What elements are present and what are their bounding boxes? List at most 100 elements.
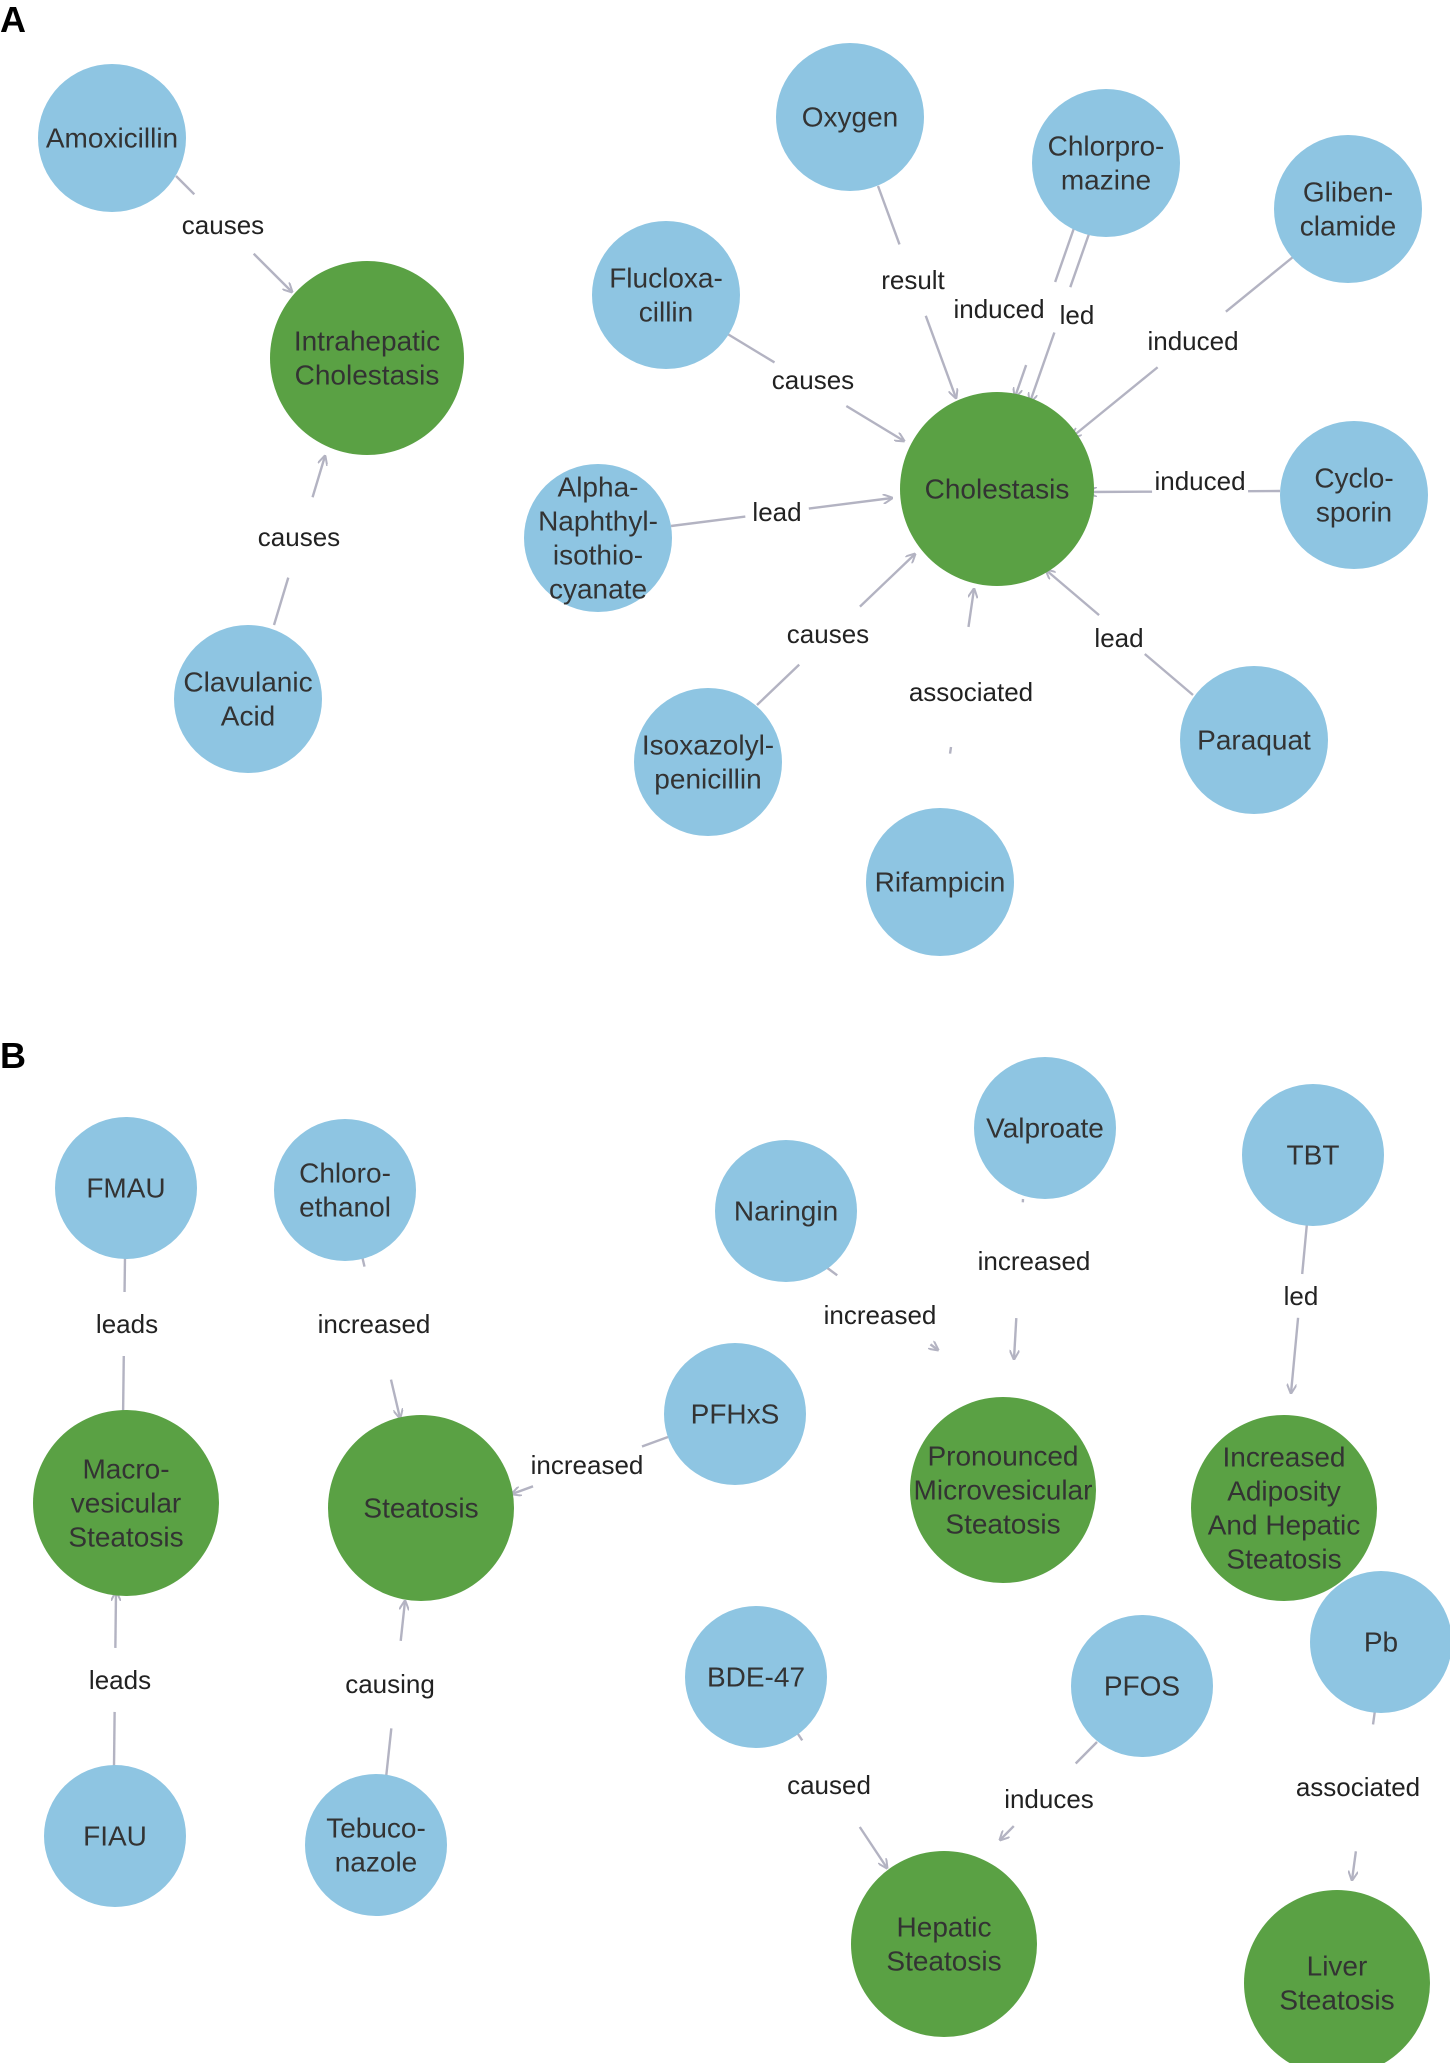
node-paraquat: Paraquat: [1180, 666, 1328, 814]
node-label: nazole: [335, 1847, 418, 1878]
edges-layer: causes causes result induced led induced cause…: [89, 175, 1420, 1880]
node-label: cillin: [639, 297, 693, 328]
edge-arrow: [389, 1379, 400, 1418]
node-label: isothio-: [553, 540, 643, 571]
drug-node-circle: [664, 1343, 806, 1485]
edge-chloroethanol-to-steatosis: increased: [318, 1255, 430, 1418]
edge-label: induced: [1147, 326, 1238, 356]
edge-label: induced: [1154, 466, 1245, 496]
edge-flucloxacillin-to-cholestasis: causes: [720, 328, 904, 441]
edge-label: associated: [909, 677, 1033, 707]
node-pb: Pb: [1310, 1571, 1450, 1713]
node-label: Clavulanic: [183, 667, 312, 698]
edge-label: result: [881, 265, 945, 295]
edge-line: [948, 746, 953, 754]
node-valproate: Valproate: [974, 1057, 1116, 1199]
edge-pfos-to-hepatic: induces: [1000, 1741, 1098, 1840]
node-label: Paraquat: [1197, 725, 1311, 756]
node-label: Cholestasis: [925, 474, 1070, 505]
drug-node-circle: [1280, 421, 1428, 569]
node-glibenclamide: Gliben-clamide: [1274, 135, 1422, 283]
edge-line: [641, 1435, 669, 1448]
node-label: Naringin: [734, 1196, 838, 1227]
edge-chlorpromazine-to-cholestasis: induced: [953, 227, 1076, 397]
node-fiau: FIAU: [44, 1765, 186, 1907]
node-label: penicillin: [654, 764, 761, 795]
edge-arrow: [845, 404, 904, 441]
node-label: sporin: [1316, 497, 1392, 528]
edge-amoxicillin-to-intrahepatic: causes: [175, 175, 292, 292]
drug-node-circle: [44, 1765, 186, 1907]
node-label: Steatosis: [1226, 1544, 1341, 1575]
edge-rifampicin-to-cholestasis: associated: [909, 589, 1033, 754]
node-label: Microvesicular: [914, 1475, 1093, 1506]
drug-node-circle: [1071, 1615, 1213, 1757]
drug-node-circle: [1310, 1571, 1450, 1713]
node-label: FMAU: [86, 1173, 165, 1204]
node-label: mazine: [1061, 165, 1151, 196]
edge-valproate-to-pronounced: increased: [978, 1198, 1090, 1359]
node-label: Amoxicillin: [46, 123, 178, 154]
edge-arrow: [1014, 1318, 1016, 1359]
edge-arrow: [1030, 332, 1056, 402]
node-label: Isoxazolyl-: [642, 730, 774, 761]
edge-line: [1225, 256, 1294, 313]
edge-chlorpromazine-to-cholestasis-2: led: [1030, 230, 1095, 402]
node-label: Hepatic: [897, 1912, 992, 1943]
edge-label: increased: [824, 1300, 937, 1330]
node-label: Chloro-: [299, 1158, 391, 1189]
edge-label: lead: [752, 497, 801, 527]
node-oxygen: Oxygen: [776, 43, 924, 191]
drug-node-circle: [685, 1606, 827, 1748]
edge-arrow: [924, 315, 956, 398]
edge-label: causes: [182, 210, 264, 240]
outcome-node-circle: [328, 1415, 514, 1601]
outcome-node-circle: [851, 1851, 1037, 2037]
edge-arrow: [512, 1485, 534, 1494]
edge-label: associated: [1296, 1772, 1420, 1802]
edge-label: leads: [96, 1309, 158, 1339]
node-label: Adiposity: [1227, 1476, 1341, 1507]
edge-line: [720, 328, 776, 364]
edge-arrow: [1000, 1825, 1015, 1840]
edge-line: [756, 663, 801, 706]
panel-label-b: B: [0, 1035, 26, 1076]
edge-tbt-to-adiposity: led: [1284, 1222, 1319, 1393]
edge-label: led: [1284, 1281, 1319, 1311]
edge-glibenclamide-to-cholestasis: induced: [1072, 256, 1294, 437]
edge-clavulanic-to-intrahepatic: causes: [258, 456, 340, 626]
edge-label: induces: [1004, 1784, 1094, 1814]
edge-arrow: [967, 589, 974, 628]
outcome-node-circle: [1244, 1890, 1430, 2063]
node-label: Pronounced: [927, 1441, 1078, 1472]
node-label: Naphthyl-: [538, 506, 658, 537]
node-label: Flucloxa-: [609, 263, 723, 294]
drug-node-circle: [634, 688, 782, 836]
drug-node-circle: [38, 64, 186, 212]
node-label: Rifampicin: [875, 867, 1006, 898]
node-label: clamide: [1300, 211, 1396, 242]
node-cholestasis: Cholestasis: [900, 392, 1094, 586]
drug-node-circle: [592, 221, 740, 369]
drug-node-circle: [1180, 666, 1328, 814]
edge-line: [112, 1711, 116, 1768]
node-label: And Hepatic: [1208, 1510, 1361, 1541]
node-label: Chlorpro-: [1048, 131, 1165, 162]
edge-label: led: [1060, 300, 1095, 330]
node-label: cyanate: [549, 574, 647, 605]
edge-arrow: [1015, 364, 1028, 397]
node-steatosis: Steatosis: [328, 1415, 514, 1601]
outcome-node-circle: [900, 392, 1094, 586]
edge-label: induced: [953, 294, 1044, 324]
edge-arrow: [930, 1344, 938, 1350]
edge-arrow: [311, 456, 325, 498]
node-alpha: Alpha-Naphthyl-isothio-cyanate: [524, 464, 672, 612]
drug-node-circle: [1032, 89, 1180, 237]
